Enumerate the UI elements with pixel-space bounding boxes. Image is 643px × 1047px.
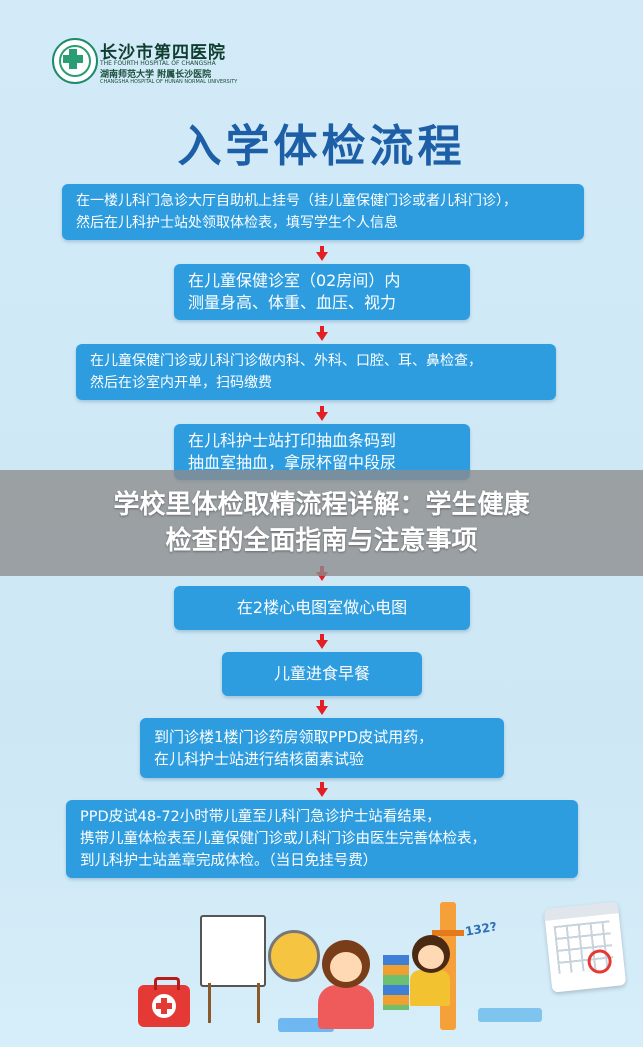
eye-chart-icon [200, 915, 266, 987]
hospital-name-en: THE FOURTH HOSPITAL OF CHANGSHA [100, 60, 216, 67]
arrow-down-icon [316, 246, 328, 261]
arrow-down-icon [316, 634, 328, 649]
boy-head-icon [412, 935, 450, 973]
step-1-line-2: 然后在儿科护士站处领取体检表，填写学生个人信息 [76, 215, 398, 231]
hospital-affiliation: 湖南师范大学 附属长沙医院 [100, 70, 212, 80]
girl-head-icon [322, 940, 370, 988]
easel-icon [208, 983, 260, 1023]
step-5-line-1: 在2楼心电图室做心电图 [236, 598, 408, 617]
step-2-line-2: 测量身高、体重、血压、视力 [188, 293, 397, 312]
step-1: 在一楼儿科门急诊大厅自助机上挂号（挂儿童保健门诊或者儿科门诊）， 然后在儿科护士… [62, 184, 584, 240]
weight-scale-icon [478, 1008, 542, 1022]
step-7-line-1: 到门诊楼1楼门诊药房领取PPD皮试用药， [154, 728, 434, 746]
step-5: 在2楼心电图室做心电图 [174, 586, 470, 630]
step-4-line-2: 抽血室抽血，拿尿杯留中段尿 [188, 453, 397, 472]
step-3-line-1: 在儿童保健门诊或儿科门诊做内科、外科、口腔、耳、鼻检查， [90, 353, 482, 369]
step-7: 到门诊楼1楼门诊药房领取PPD皮试用药， 在儿科护士站进行结核菌素试验 [140, 718, 504, 778]
step-6: 儿童进食早餐 [222, 652, 422, 696]
magnifier-icon [268, 930, 320, 982]
arrow-down-icon [316, 700, 328, 715]
arrow-down-icon [316, 782, 328, 797]
step-4-line-1: 在儿科护士站打印抽血条码到 [188, 431, 397, 450]
step-2: 在儿童保健诊室（02房间）内 测量身高、体重、血压、视力 [174, 264, 470, 320]
arrow-down-icon [316, 326, 328, 341]
hospital-affiliation-en: CHANGSHA HOSPITAL OF HUNAN NORMAL UNIVER… [100, 79, 238, 85]
step-2-line-1: 在儿童保健诊室（02房间）内 [188, 271, 401, 290]
step-6-line-1: 儿童进食早餐 [273, 664, 370, 683]
books-stack-icon [383, 955, 409, 1010]
overlay-banner: 学校里体检取精流程详解：学生健康 检查的全面指南与注意事项 [0, 470, 643, 576]
step-8: PPD皮试48-72小时带儿童至儿科门急诊护士站看结果， 携带儿童体检表至儿童保… [66, 800, 578, 878]
calendar-icon [543, 901, 627, 993]
step-1-line-1: 在一楼儿科门急诊大厅自助机上挂号（挂儿童保健门诊或者儿科门诊）， [76, 193, 517, 209]
hospital-logo-icon [52, 38, 98, 84]
banner-line-2: 检查的全面指南与注意事项 [165, 526, 478, 556]
step-3-line-2: 然后在诊室内开单，扫码缴费 [90, 375, 272, 391]
first-aid-kit-icon [138, 977, 190, 1027]
step-7-line-2: 在儿科护士站进行结核菌素试验 [154, 750, 365, 768]
hospital-name: 长沙市第四医院 [100, 43, 226, 63]
arrow-down-icon [316, 406, 328, 421]
page-title: 入学体检流程 [177, 121, 466, 172]
girl-body-icon [318, 985, 374, 1029]
step-8-line-1: PPD皮试48-72小时带儿童至儿科门急诊护士站看结果， [80, 809, 441, 825]
boy-body-icon [410, 970, 450, 1006]
banner-line-1: 学校里体检取精流程详解：学生健康 [113, 490, 530, 520]
step-8-line-2: 携带儿童体检表至儿童保健门诊或儿科门诊由医生完善体检表， [80, 831, 486, 847]
step-8-line-3: 到儿科护士站盖章完成体检。（当日免挂号费） [80, 853, 378, 869]
step-3: 在儿童保健门诊或儿科门诊做内科、外科、口腔、耳、鼻检查， 然后在诊室内开单，扫码… [76, 344, 556, 400]
